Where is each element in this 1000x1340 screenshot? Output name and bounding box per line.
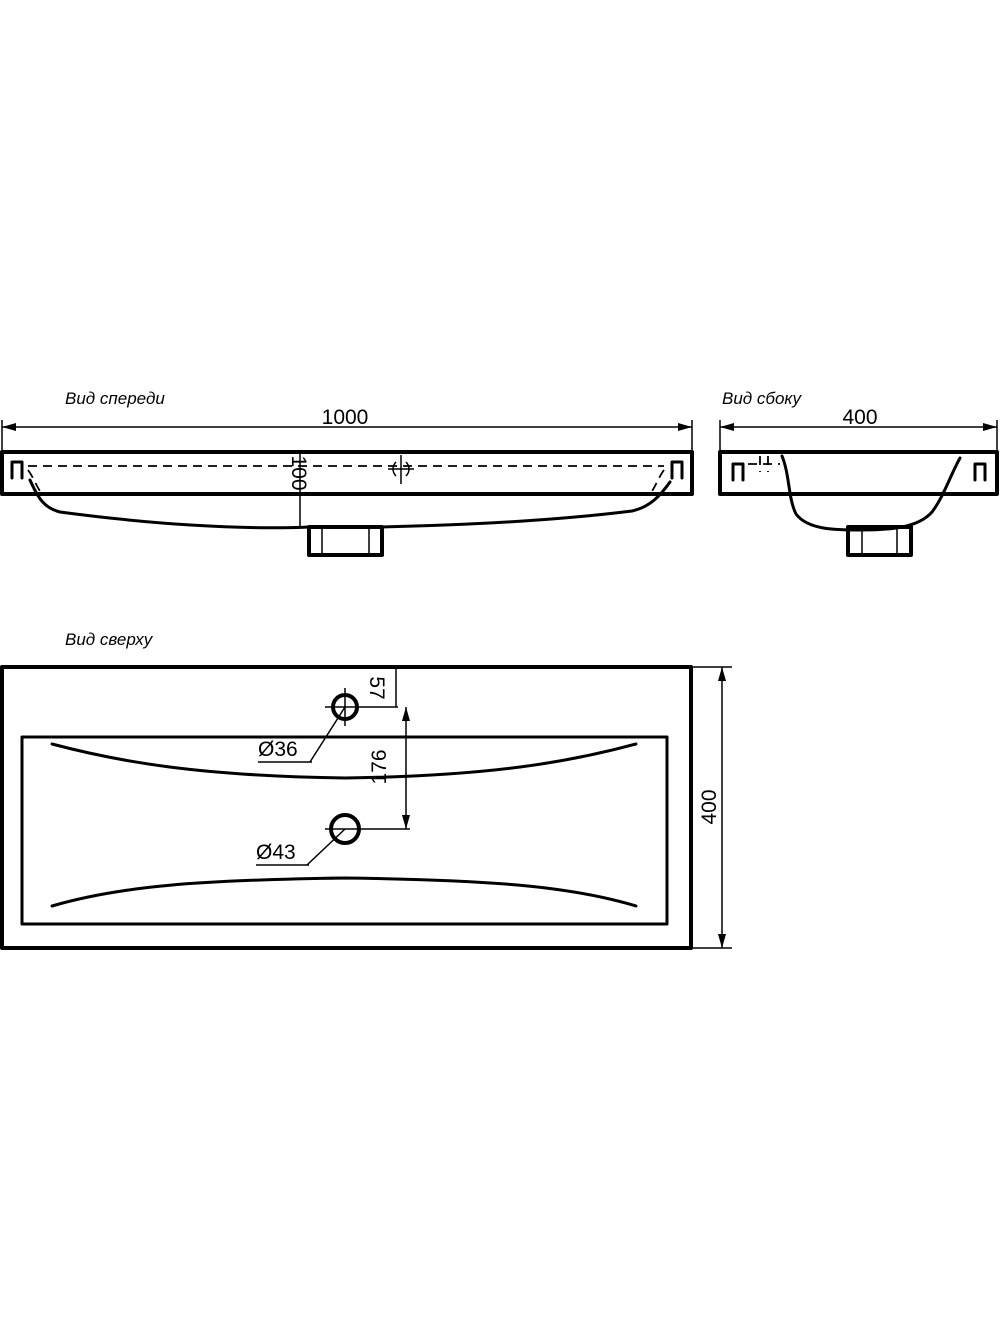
top-view-label: Вид сверху: [65, 630, 154, 649]
side-basin-bottom: [780, 454, 962, 532]
top-depth-dimension: 400: [693, 666, 732, 949]
front-width-value: 1000: [322, 406, 369, 429]
side-hidden-tap: [748, 456, 780, 472]
top-basin-upper-curve: [50, 742, 638, 780]
side-drain: [846, 525, 913, 557]
front-view-label: Вид спереди: [65, 389, 165, 408]
front-width-dimension: 1000: [1, 406, 693, 452]
tap-offset-value: 57: [365, 676, 388, 699]
front-left-rim: [10, 460, 24, 480]
side-depth-value: 400: [842, 406, 877, 429]
side-depth-dimension: 400: [719, 406, 998, 452]
front-height-value: 100: [287, 455, 310, 490]
tap-hole-diameter: Ø36: [258, 738, 298, 761]
drain-leader: Ø43: [256, 828, 346, 866]
top-depth-value: 400: [698, 789, 721, 824]
front-drain: [307, 525, 384, 557]
top-view: Вид сверху 57 176: [0, 630, 732, 950]
drain-diameter: Ø43: [256, 841, 296, 864]
front-tap-hole-mark: [388, 455, 414, 484]
top-basin-rim: [20, 735, 669, 926]
hole-spacing-dimension: 176: [368, 707, 410, 829]
top-countertop: [0, 665, 693, 950]
side-view-label: Вид сбоку: [722, 389, 802, 408]
tap-hole-leader: Ø36: [258, 706, 346, 763]
side-countertop: [718, 450, 999, 496]
drain-hole: [325, 813, 410, 845]
front-right-rim: [670, 460, 684, 480]
front-basin-bottom: [28, 478, 672, 530]
hole-spacing-value: 176: [368, 749, 391, 784]
front-countertop: [0, 450, 694, 496]
tap-offset-dimension: 57: [362, 667, 398, 707]
side-view: Вид сбоку 400: [718, 389, 999, 557]
top-basin-lower-curve: [50, 876, 638, 908]
front-view: Вид спереди 1000 100: [0, 389, 694, 557]
